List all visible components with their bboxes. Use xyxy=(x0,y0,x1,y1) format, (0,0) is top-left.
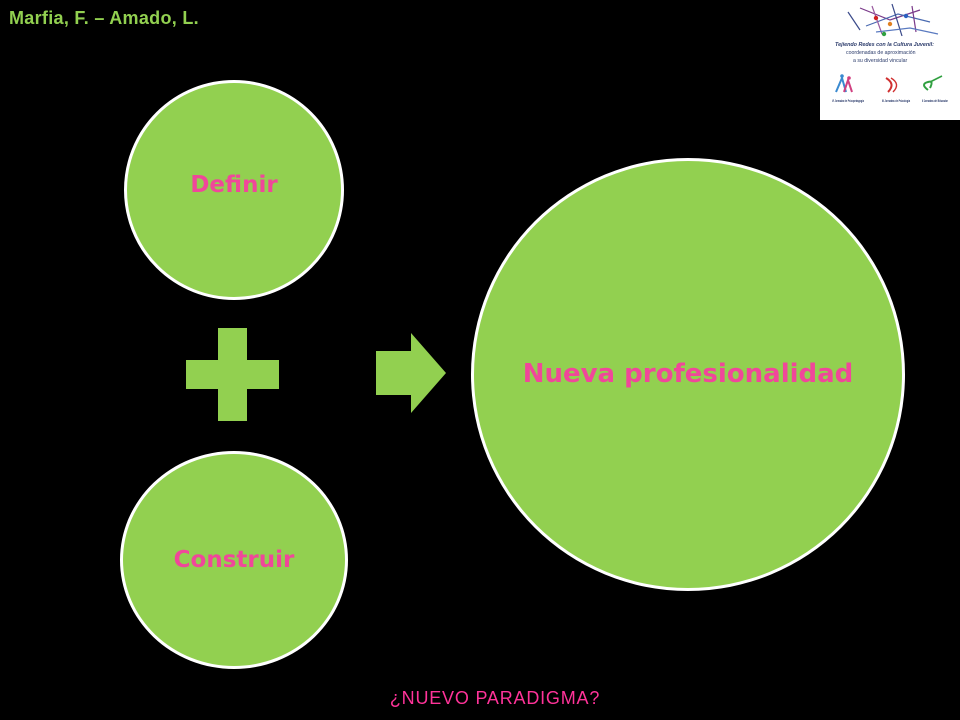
logo-title-line2: coordenadas de aproximación xyxy=(846,50,916,56)
logo-event3: II Jornadas del Educador xyxy=(922,99,948,103)
logo-event1: VI Jornadas de Psicopedagogía xyxy=(832,99,864,103)
node-definir: Definir xyxy=(124,80,344,300)
node-construir: Construir xyxy=(120,451,348,669)
footer-title: ¿NUEVO PARADIGMA? xyxy=(389,688,601,708)
psicopedagogia-icon xyxy=(835,74,853,93)
author-credit: Marfia, F. – Amado, L. xyxy=(9,8,199,28)
logo-title-line1: Tejiendo Redes con la Cultura Juvenil: xyxy=(835,42,934,48)
event-logo-graphic: Tejiendo Redes con la Cultura Juvenil: c… xyxy=(832,3,948,103)
node-nueva-profesionalidad: Nueva profesionalidad xyxy=(471,158,905,591)
plus-icon xyxy=(186,328,279,421)
event-logo: Tejiendo Redes con la Cultura Juvenil: c… xyxy=(820,0,960,120)
arrow-right-icon xyxy=(376,333,446,413)
node-nueva-label: Nueva profesionalidad xyxy=(522,358,854,389)
logo-event2: III Jornadas de Psicología xyxy=(882,99,910,103)
psicologia-icon xyxy=(885,77,898,93)
logo-title-line3: a su diversidad vincular xyxy=(853,58,907,64)
node-construir-label: Construir xyxy=(173,547,295,573)
node-definir-label: Definir xyxy=(190,172,278,198)
educador-icon xyxy=(923,75,943,91)
